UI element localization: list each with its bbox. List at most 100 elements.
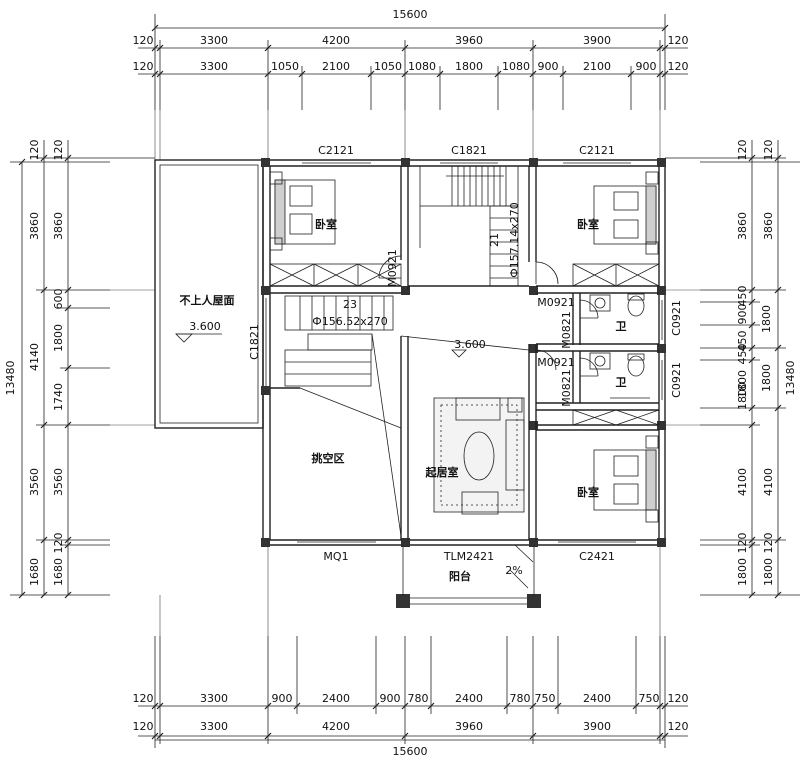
dim-label: 780 [510, 692, 531, 705]
dim-label: 1680 [28, 558, 41, 586]
dim-label: 2100 [583, 60, 611, 73]
dim-label: 120 [668, 720, 689, 733]
dim-label: 1800 [762, 558, 775, 586]
dim-label: 120 [668, 34, 689, 47]
dim-label: 900 [636, 60, 657, 73]
void-label: 挑空区 [312, 451, 345, 465]
dim-label: 750 [639, 692, 660, 705]
dim-label: 1080 [408, 60, 436, 73]
bath-window-1: C0921 [670, 300, 683, 336]
window-c2121-right: C2121 [579, 144, 615, 157]
column [261, 286, 270, 295]
column [529, 344, 538, 353]
dim-label: 120 [762, 533, 775, 554]
column [529, 421, 538, 430]
dim-label: 120 [668, 60, 689, 73]
dim-label: 780 [408, 692, 429, 705]
dim-label: 120 [52, 533, 65, 554]
dim-label: 450 [736, 344, 749, 365]
door-tlm2421: TLM2421 [443, 550, 494, 563]
column [529, 538, 538, 547]
dim-label: 3560 [28, 468, 41, 496]
dim-label: 120 [133, 60, 154, 73]
bed-3 [593, 435, 659, 523]
right-outer-dims: 120 3860 1800 1800 4100 120 1800 [736, 140, 775, 587]
dim-label: 2400 [455, 692, 483, 705]
dim-label: 750 [535, 692, 556, 705]
dim-label: 3860 [736, 212, 749, 240]
dim-label: 4200 [322, 720, 350, 733]
column [401, 538, 410, 547]
dim-label: 1800 [760, 305, 773, 333]
columns [261, 158, 666, 547]
dim-label: 3560 [52, 468, 65, 496]
floor-elev-marker [451, 349, 467, 358]
dim-label: 120 [736, 140, 749, 161]
bath-window-2: C0921 [670, 362, 683, 398]
dim-label: 1800 [760, 364, 773, 392]
dim-label: 3960 [455, 34, 483, 47]
column [657, 538, 666, 547]
bottom-row2-dims: 120 3300 4200 3960 3900 120 [133, 720, 689, 733]
left-inner-dims: 120 3860 600 1800 1740 3560 120 1680 [52, 140, 65, 587]
living-furniture [433, 397, 525, 515]
bath-1-label: 卫 [616, 320, 627, 333]
bottom-dim-ticks [151, 702, 669, 740]
dim-label: 120 [133, 720, 154, 733]
top-windows [265, 162, 663, 543]
dim-label: 1740 [52, 383, 65, 411]
bedroom-3-label: 卧室 [577, 485, 599, 499]
dim-label: 4100 [762, 468, 775, 496]
window-c1821-left: C1821 [248, 324, 261, 360]
right-dimensions [665, 140, 800, 596]
top-total-dim: 15600 [393, 8, 428, 21]
column [657, 286, 666, 295]
dim-label: 2100 [322, 60, 350, 73]
bottom-dimensions [138, 636, 688, 748]
dim-label: 1680 [52, 558, 65, 586]
column [261, 158, 270, 167]
balcony [396, 544, 541, 608]
roof-label: 不上人屋面 [180, 293, 235, 307]
dim-label: 120 [133, 692, 154, 705]
roof-elev-marker [175, 333, 193, 343]
bottom-row1-dims: 120 3300 900 2400 900 780 2400 780 750 2… [133, 692, 689, 705]
balcony-label: 阳台 [449, 569, 471, 583]
top-row2-dims: 120 3300 1050 2100 1050 1080 1800 1080 9… [133, 60, 689, 73]
dim-label: 1800 [52, 324, 65, 352]
dim-label: 900 [272, 692, 293, 705]
dim-label: 2400 [322, 692, 350, 705]
dim-label: 3900 [583, 34, 611, 47]
stair-upper-count: 21 [488, 233, 501, 247]
dim-label: 3300 [200, 60, 228, 73]
void-area [299, 333, 530, 537]
dim-label: 4100 [736, 468, 749, 496]
interior-walls [270, 166, 659, 540]
dim-label: 1800 [736, 382, 749, 410]
right-total-dim: 13480 [784, 361, 797, 396]
left-dim-ticks [18, 154, 72, 599]
door-mq1: MQ1 [323, 550, 348, 563]
dim-label: 2400 [583, 692, 611, 705]
dim-label: 600 [52, 289, 65, 310]
living-label: 起居室 [425, 465, 459, 479]
column [261, 386, 270, 395]
column [401, 286, 410, 295]
door-m0921-bath2: M0921 [537, 356, 575, 369]
window-c2121-left: C2121 [318, 144, 354, 157]
column [657, 421, 666, 430]
column [401, 158, 410, 167]
window-c1821-top: C1821 [451, 144, 487, 157]
bed-1 [269, 171, 336, 251]
stair-upper-spec: Ф157.14x270 [508, 202, 521, 277]
dim-label: 1050 [374, 60, 402, 73]
dim-label: 4140 [28, 343, 41, 371]
window-c2421: C2421 [579, 550, 615, 563]
roof-elev: 3.600 [189, 320, 221, 333]
stair-lower [284, 295, 394, 387]
dim-label: 1800 [736, 558, 749, 586]
bathroom-fixtures [589, 293, 650, 399]
dim-label: 120 [762, 140, 775, 161]
door-swings [378, 255, 599, 377]
stair-lower-spec: Ф156.52x270 [312, 315, 387, 328]
